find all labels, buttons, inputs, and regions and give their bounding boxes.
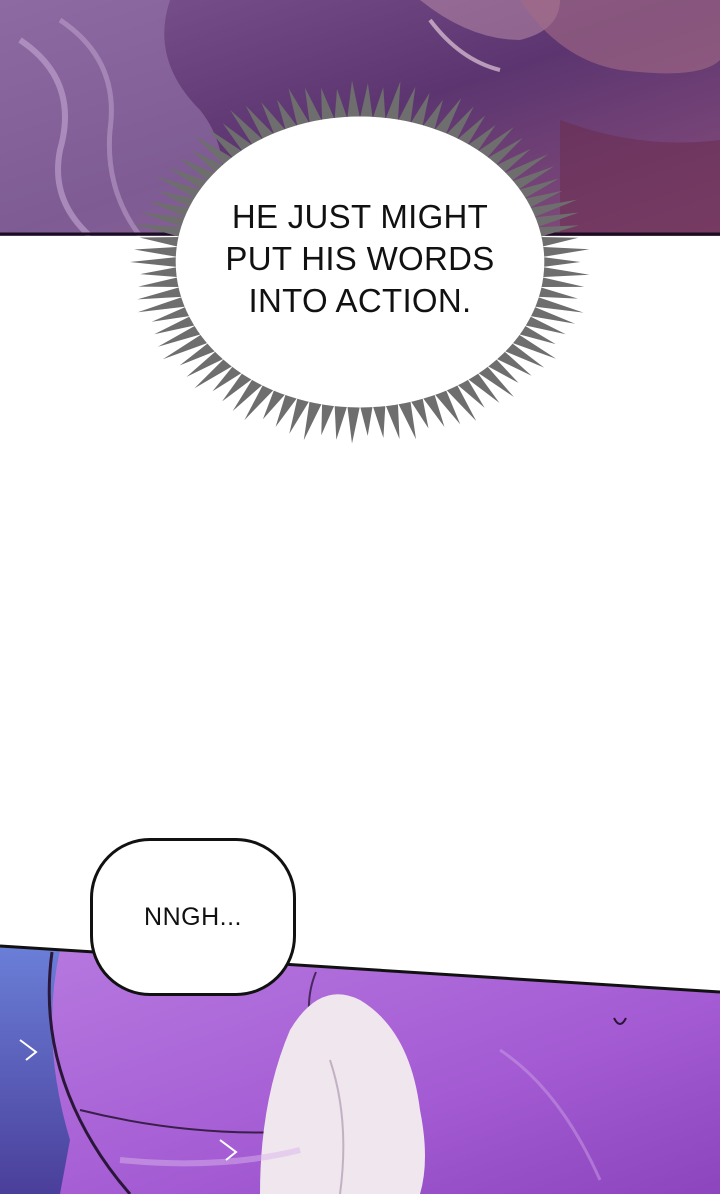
speech-bubble-text: NNGH... — [144, 902, 242, 931]
burst-line-3: INTO ACTION. — [248, 282, 472, 319]
burst-bubble-text: HE JUST MIGHT PUT HIS WORDS INTO ACTION. — [190, 196, 530, 322]
speech-bubble: NNGH... — [90, 838, 296, 996]
burst-inner — [175, 116, 545, 408]
burst-line-1: HE JUST MIGHT — [231, 198, 489, 235]
burst-line-2: PUT HIS WORDS — [225, 240, 495, 277]
burst-bubble-shape — [129, 80, 590, 444]
